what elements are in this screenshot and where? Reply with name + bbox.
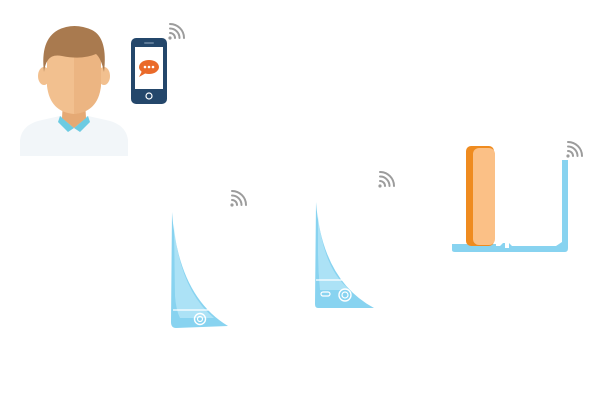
smart-device-b-icon: [315, 202, 374, 308]
router-dongle-icon: [452, 146, 568, 252]
smart-device-a-icon: [171, 212, 228, 328]
device-b-button: [338, 288, 352, 302]
chat-bubble-icon: [139, 60, 159, 77]
router-port: [505, 243, 509, 248]
person-shirt: [20, 116, 128, 156]
dongle-peach: [473, 148, 495, 245]
wifi-signal-icon-device-b: [378, 171, 395, 188]
wifi-signal-icon-phone: [168, 23, 185, 40]
device-b-highlight: [318, 216, 350, 290]
wifi-signal-icon-device-a: [230, 190, 247, 207]
device-a-highlight: [174, 226, 214, 318]
phone-speaker: [144, 42, 154, 44]
smartphone-chat-icon: [131, 38, 167, 104]
device-a-button: [193, 312, 207, 326]
person-collar: [58, 116, 90, 132]
phone-home-button: [145, 92, 153, 100]
person-hair: [43, 26, 105, 72]
wifi-signal-icon-router: [566, 141, 583, 158]
person-avatar-icon: [20, 26, 128, 156]
device-b-slot: [320, 291, 331, 297]
